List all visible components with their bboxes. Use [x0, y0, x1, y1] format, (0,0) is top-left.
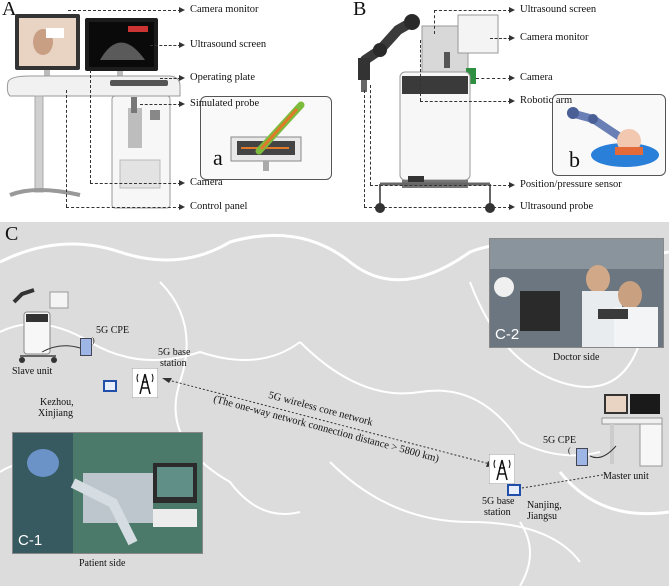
panel-a: A	[0, 0, 340, 222]
photo-c1-tag: C-1	[18, 532, 43, 549]
leader-a-camera	[90, 183, 181, 184]
label-city-kezhou-line1: Kezhou,	[40, 397, 74, 408]
label-cpe-right: 5G CPE	[543, 435, 577, 446]
label-b-robotic-arm: Robotic arm	[520, 95, 573, 106]
photo-c2-tag: C-2	[495, 326, 520, 343]
photo-doctor-side: C-2	[489, 238, 664, 348]
label-doctor-side: Doctor side	[553, 352, 600, 363]
cpe-right-signal-icon: (	[568, 446, 571, 455]
robotic-arm-closeup	[567, 107, 659, 167]
label-base-right-line2: station	[484, 507, 511, 518]
leader-a-operating-plate	[160, 78, 181, 79]
label-a-camera: Camera	[190, 177, 223, 188]
city-marker-nanjing	[507, 484, 521, 496]
label-cpe-left: 5G CPE	[96, 325, 130, 336]
panel-c-letter: C	[5, 223, 19, 245]
cpe-left-device	[80, 338, 92, 356]
label-b-ultrasound-screen: Ultrasound screen	[520, 4, 597, 15]
label-a-control-panel: Control panel	[190, 201, 248, 212]
doctor-side-image	[490, 239, 663, 347]
label-master-unit: Master unit	[603, 471, 649, 482]
label-b-position-sensor: Position/pressure sensor	[520, 179, 622, 190]
leader-a-ultrasound-screen	[150, 45, 181, 46]
slave-unit-icon	[12, 288, 69, 363]
master-console-illustration	[6, 14, 181, 209]
panel-b-letter: B	[353, 0, 367, 20]
label-b-camera-monitor: Camera monitor	[520, 32, 589, 43]
simulated-probe-closeup	[230, 101, 305, 171]
master-unit-icon	[601, 394, 663, 467]
label-patient-side: Patient side	[79, 558, 126, 569]
label-a-simulated-probe: Simulated probe	[190, 98, 260, 109]
link-nanjing-master	[521, 473, 609, 489]
link-slave-cpe	[41, 345, 81, 353]
cpe-left-signal-icon: )	[92, 336, 95, 345]
label-a-operating-plate: Operating plate	[190, 72, 256, 83]
leader-a-camera-monitor	[68, 10, 181, 11]
label-base-left-line1: 5G base	[158, 347, 191, 358]
photo-patient-side: C-1	[12, 432, 203, 554]
base-station-left-icon	[132, 368, 158, 398]
panel-a-letter: A	[2, 0, 17, 20]
label-b-camera: Camera	[520, 72, 553, 83]
cpe-right-device	[576, 448, 588, 466]
inset-b-robotic-arm: b	[552, 94, 666, 176]
inset-b-letter: b	[569, 147, 580, 172]
label-city-nanjing-line1: Nanjing,	[527, 500, 562, 511]
leader-b-ultrasound-screen	[434, 10, 511, 11]
label-a-ultrasound-screen: Ultrasound screen	[190, 39, 267, 50]
leader-a-simulated-probe	[140, 104, 181, 105]
inset-a-letter: a	[213, 145, 223, 170]
label-b-ultrasound-probe: Ultrasound probe	[520, 201, 594, 212]
city-marker-kezhou	[103, 380, 117, 392]
network-link-line	[162, 378, 496, 467]
label-base-right-line1: 5G base	[482, 496, 515, 507]
patient-side-image	[13, 433, 202, 553]
leader-b-camera	[476, 78, 511, 79]
label-city-nanjing-line2: Jiangsu	[527, 511, 557, 522]
link-master-cpe	[589, 445, 617, 459]
label-city-kezhou-line2: Xinjiang	[38, 408, 73, 419]
inset-a-simulated-probe: a	[200, 96, 332, 180]
label-slave-unit: Slave unit	[12, 366, 53, 377]
leader-a-control-panel	[66, 207, 181, 208]
label-base-left-line2: station	[160, 358, 187, 369]
leader-b-ultrasound-probe	[364, 207, 511, 208]
leader-b-robotic-arm	[420, 101, 511, 102]
label-a-camera-monitor: Camera monitor	[190, 4, 259, 15]
base-station-right-icon	[489, 454, 515, 484]
slave-robot-illustration	[358, 14, 499, 213]
leader-b-camera-monitor	[490, 38, 511, 39]
panel-b: B b	[340, 0, 669, 222]
panel-c: C Slave unit ) 5G CPE Kezhou, Xinjiang 5…	[0, 222, 669, 586]
leader-b-position-sensor	[370, 185, 511, 186]
